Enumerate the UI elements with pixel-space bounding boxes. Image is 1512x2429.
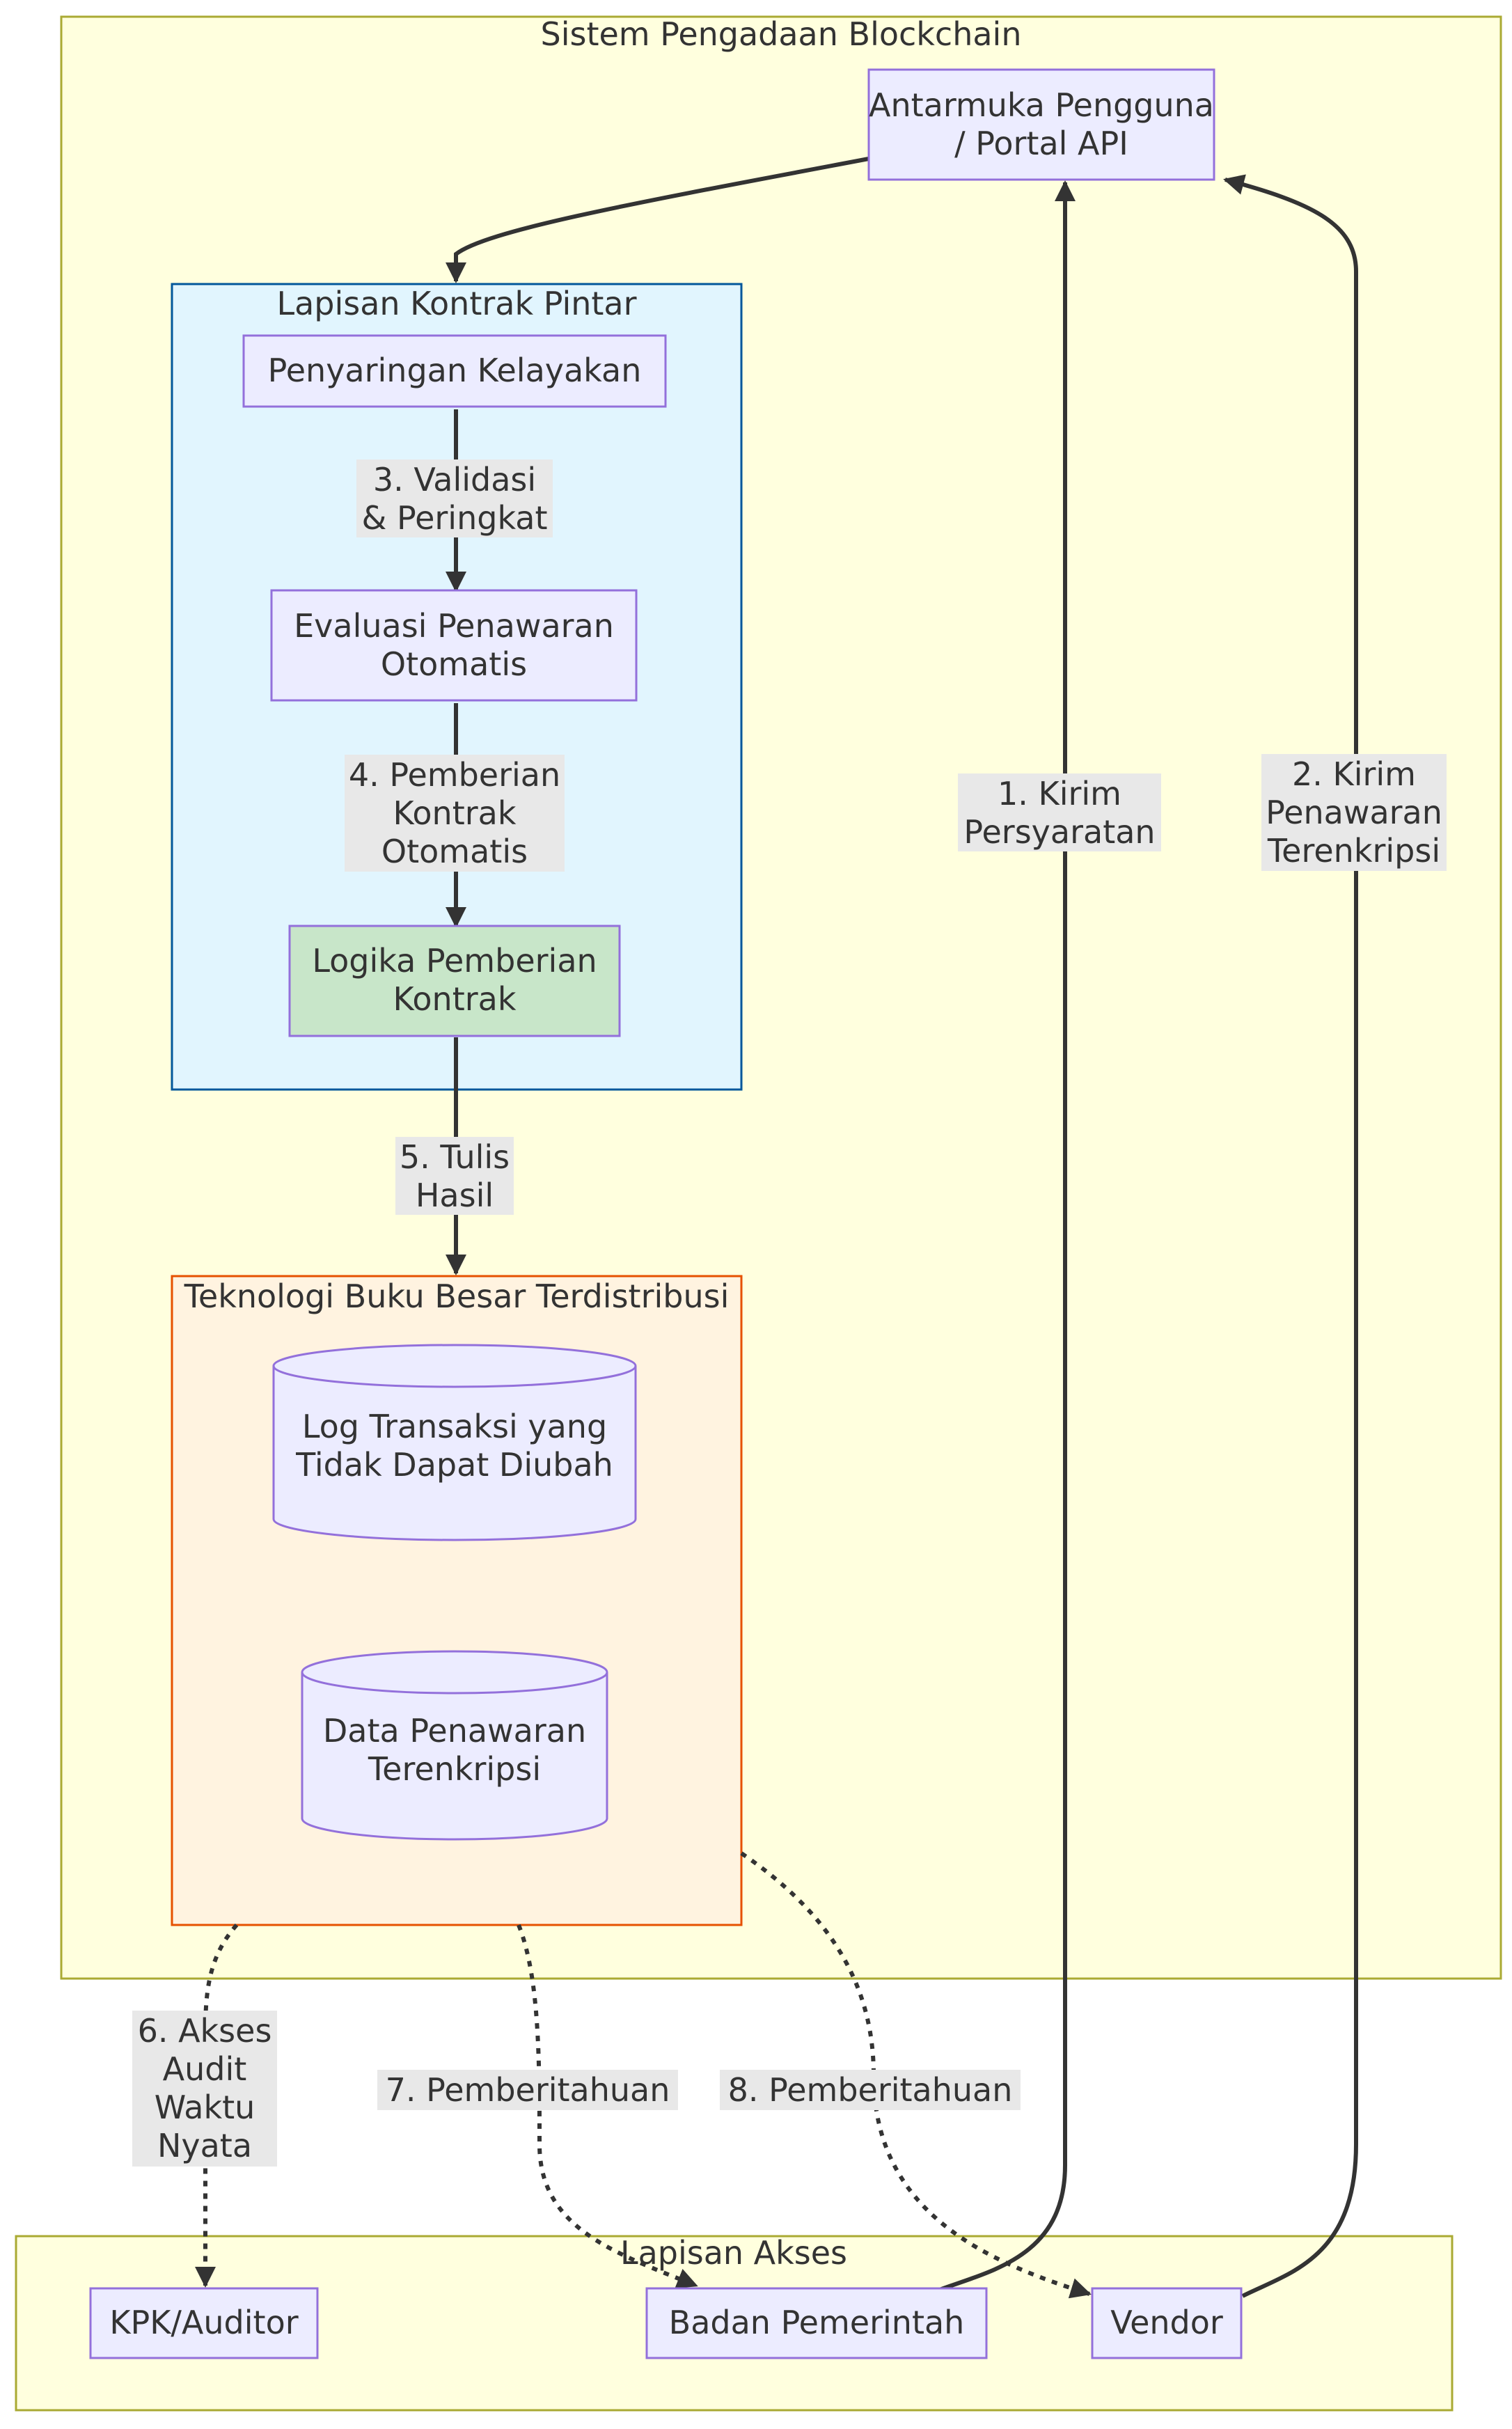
svg-text:KPK/Auditor: KPK/Auditor xyxy=(109,2304,298,2341)
svg-text:Tidak Dapat Diubah: Tidak Dapat Diubah xyxy=(295,1446,613,1484)
node-encrypted-bid-data: Data Penawaran Terenkripsi xyxy=(301,1650,608,1841)
node-kpk-auditor: KPK/Auditor xyxy=(89,2287,319,2359)
edge-gov-to-ui xyxy=(922,180,1076,2298)
svg-text:Log Transaksi yang: Log Transaksi yang xyxy=(302,1408,607,1445)
node-bid-evaluation: Evaluasi Penawaran Otomatis xyxy=(270,589,638,702)
svg-text:1. Kirim: 1. Kirim xyxy=(998,775,1121,812)
svg-text:5. Tulis: 5. Tulis xyxy=(400,1138,510,1176)
svg-text:Vendor: Vendor xyxy=(1110,2304,1223,2341)
svg-text:Hasil: Hasil xyxy=(416,1177,494,1214)
node-ui-portal: Antarmuka Pengguna / Portal API xyxy=(867,68,1215,181)
edge-label-validate-rank: 3. Validasi & Peringkat xyxy=(356,459,553,537)
svg-text:6. Akses: 6. Akses xyxy=(138,2012,272,2050)
edge-label-submit-requirements: 1. Kirim Persyaratan xyxy=(958,773,1161,851)
svg-text:Badan Pemerintah: Badan Pemerintah xyxy=(669,2304,965,2341)
svg-text:Logika Pemberian: Logika Pemberian xyxy=(312,942,597,980)
svg-text:Penawaran: Penawaran xyxy=(1266,794,1442,831)
edge-ledger-to-auditor xyxy=(195,1924,239,2288)
svg-text:Antarmuka Pengguna: Antarmuka Pengguna xyxy=(869,86,1214,124)
svg-text:& Peringkat: & Peringkat xyxy=(362,499,548,537)
svg-text:8. Pemberitahuan: 8. Pemberitahuan xyxy=(728,2071,1013,2109)
svg-text:/ Portal API: / Portal API xyxy=(954,125,1128,162)
svg-text:2. Kirim: 2. Kirim xyxy=(1292,755,1416,793)
svg-text:Data Penawaran: Data Penawaran xyxy=(323,1712,586,1750)
cluster-access-title: Lapisan Akses xyxy=(620,2234,847,2272)
edge-label-submit-encrypted-bid: 2. Kirim Penawaran Terenkripsi xyxy=(1261,754,1447,871)
cluster-system-title: Sistem Pengadaan Blockchain xyxy=(541,15,1022,53)
edge-label-notification-gov: 7. Pemberitahuan xyxy=(377,2070,678,2110)
node-eligibility-screening: Penyaringan Kelayakan xyxy=(242,334,667,408)
svg-text:Terenkripsi: Terenkripsi xyxy=(1267,832,1440,870)
svg-text:Waktu: Waktu xyxy=(155,2089,255,2126)
node-contract-award-logic: Logika Pemberian Kontrak xyxy=(288,925,621,1037)
svg-text:Persyaratan: Persyaratan xyxy=(963,813,1155,851)
edge-label-audit-access: 6. Akses Audit Waktu Nyata xyxy=(132,2011,277,2167)
svg-text:Nyata: Nyata xyxy=(157,2127,252,2164)
svg-text:3. Validasi: 3. Validasi xyxy=(373,461,536,498)
edge-vendor-to-ui xyxy=(1223,174,1358,2298)
svg-text:Otomatis: Otomatis xyxy=(381,645,527,683)
cluster-smart-contract-title: Lapisan Kontrak Pintar xyxy=(276,285,636,322)
svg-text:4. Pemberian: 4. Pemberian xyxy=(349,756,560,794)
svg-text:Kontrak: Kontrak xyxy=(393,980,517,1018)
edge-label-automatic-award: 4. Pemberian Kontrak Otomatis xyxy=(345,755,565,872)
node-government-agency: Badan Pemerintah xyxy=(645,2287,988,2359)
svg-text:7. Pemberitahuan: 7. Pemberitahuan xyxy=(386,2071,670,2109)
svg-text:Audit: Audit xyxy=(163,2050,247,2088)
edge-label-write-result: 5. Tulis Hasil xyxy=(395,1137,514,1215)
edge-ui-to-screening xyxy=(446,157,869,283)
node-vendor: Vendor xyxy=(1091,2287,1243,2359)
cluster-ledger-title: Teknologi Buku Besar Terdistribusi xyxy=(184,1278,730,1315)
svg-text:Evaluasi Penawaran: Evaluasi Penawaran xyxy=(294,607,614,645)
svg-text:Kontrak: Kontrak xyxy=(393,794,517,832)
svg-text:Terenkripsi: Terenkripsi xyxy=(368,1750,541,1788)
node-transaction-log: Log Transaksi yang Tidak Dapat Diubah xyxy=(272,1344,637,1541)
edge-label-notification-vendor: 8. Pemberitahuan xyxy=(720,2070,1021,2110)
svg-text:Penyaringan Kelayakan: Penyaringan Kelayakan xyxy=(268,352,642,389)
svg-text:Otomatis: Otomatis xyxy=(381,833,528,870)
